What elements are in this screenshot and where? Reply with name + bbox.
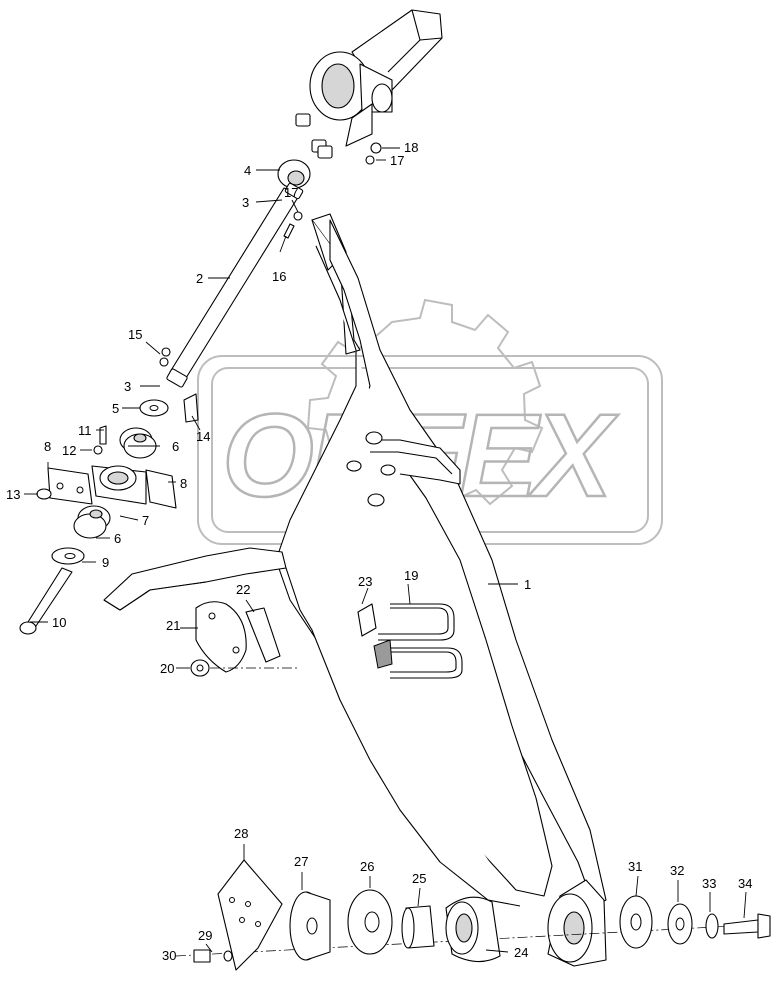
callout-1: 1 [524, 577, 531, 592]
main-frame [103, 213, 607, 967]
bottom-axle-assembly [175, 859, 771, 971]
callout-6-bottom: 6 [114, 531, 121, 546]
callout-28: 28 [234, 826, 248, 841]
callout-14: 14 [196, 429, 210, 444]
callouts: 1 2 3 3 4 5 6 6 7 8 8 9 10 11 12 13 14 1… [6, 140, 752, 963]
callout-34: 34 [738, 876, 752, 891]
callout-33: 33 [702, 876, 716, 891]
callout-2: 2 [196, 271, 203, 286]
callout-22: 22 [236, 582, 250, 597]
callout-3-bottom: 3 [124, 379, 131, 394]
callout-5: 5 [112, 401, 119, 416]
callout-17-rod: 17 [284, 185, 298, 200]
callout-16: 16 [272, 269, 286, 284]
callout-15: 15 [128, 327, 142, 342]
left-mount-assembly [19, 347, 199, 635]
callout-19: 19 [404, 568, 418, 583]
u-bolts [346, 431, 463, 679]
callout-27: 27 [294, 854, 308, 869]
callout-24: 24 [514, 945, 528, 960]
callout-12: 12 [62, 443, 76, 458]
side-bracket [190, 601, 300, 677]
callout-23: 23 [358, 574, 372, 589]
small-nuts-top [295, 113, 400, 165]
callout-21: 21 [166, 618, 180, 633]
callout-8-right: 8 [180, 476, 187, 491]
callout-32: 32 [670, 863, 684, 878]
callout-6-top: 6 [172, 439, 179, 454]
callout-30: 30 [162, 948, 176, 963]
callout-31: 31 [628, 859, 642, 874]
callout-9: 9 [102, 555, 109, 570]
callout-20: 20 [160, 661, 174, 676]
callout-18: 18 [404, 140, 418, 155]
callout-8-left: 8 [44, 439, 51, 454]
rod-assembly [166, 159, 311, 388]
callout-29: 29 [198, 928, 212, 943]
callout-4: 4 [244, 163, 251, 178]
callout-26: 26 [360, 859, 374, 874]
callout-7: 7 [142, 513, 149, 528]
callout-13: 13 [6, 487, 20, 502]
callout-3-top: 3 [242, 195, 249, 210]
callout-25: 25 [412, 871, 426, 886]
callout-10: 10 [52, 615, 66, 630]
top-bracket [309, 9, 443, 147]
callout-11: 11 [78, 423, 92, 438]
leader-lines [24, 169, 747, 953]
callout-17-top: 17 [390, 153, 404, 168]
